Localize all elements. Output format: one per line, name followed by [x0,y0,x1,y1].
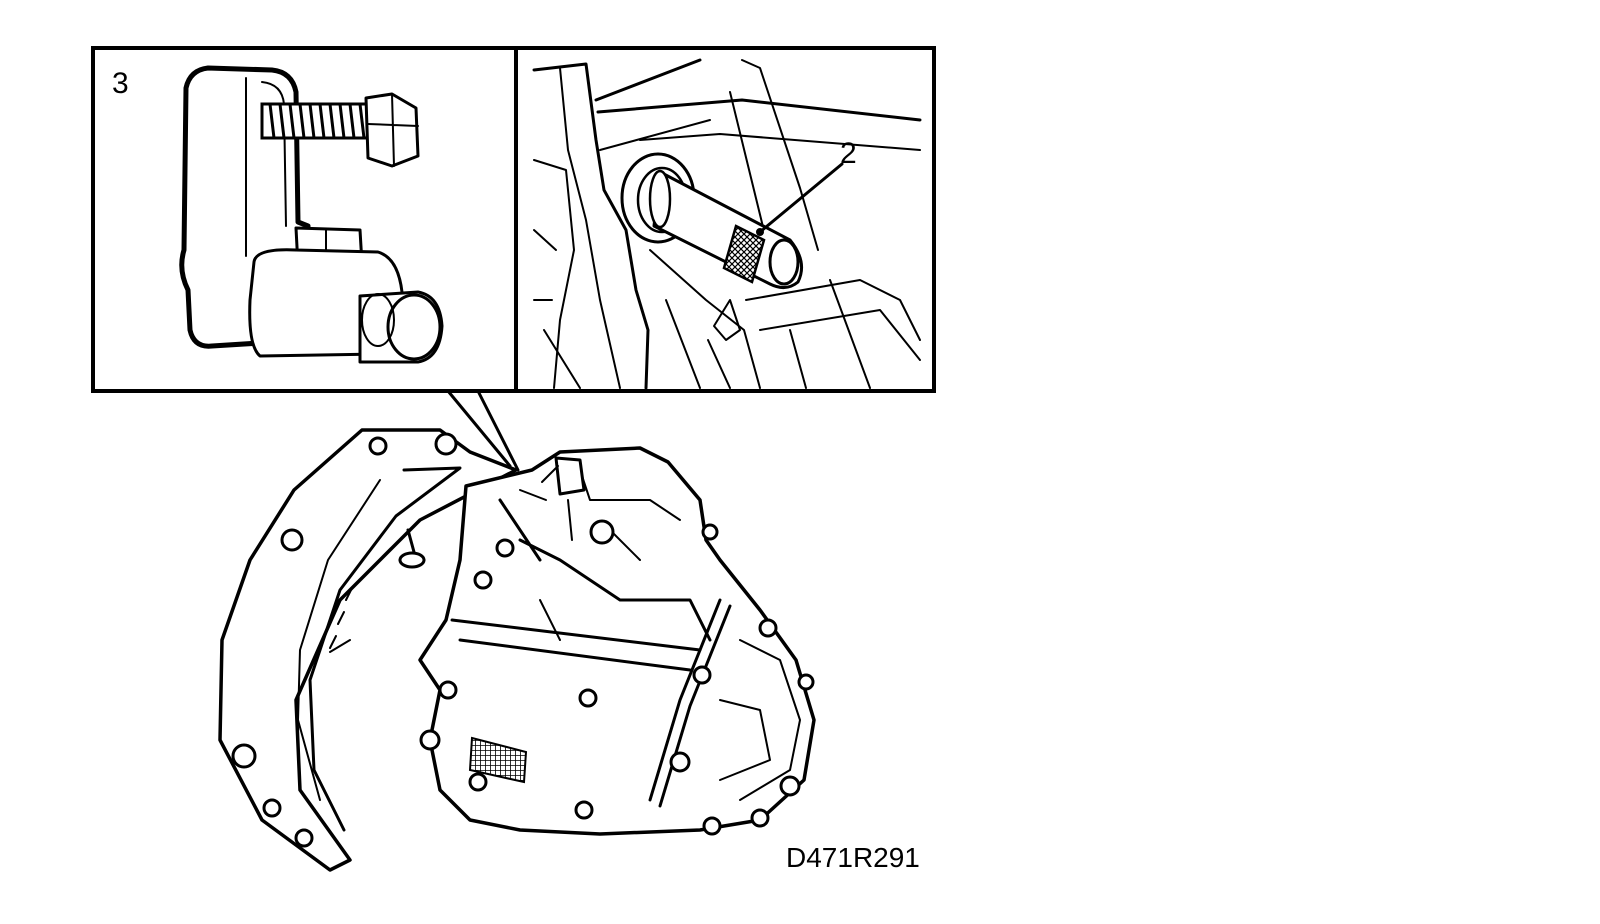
bracket-tool-illustration [179,65,444,364]
inset-leader-lines [446,389,520,472]
figure-code-label: D471R291 [786,842,920,873]
callout-3-label: 3 [112,67,129,100]
callout-2-label: 2 [840,137,857,170]
gearbox-housing [218,428,816,872]
shaft-closeup-illustration [532,58,922,390]
